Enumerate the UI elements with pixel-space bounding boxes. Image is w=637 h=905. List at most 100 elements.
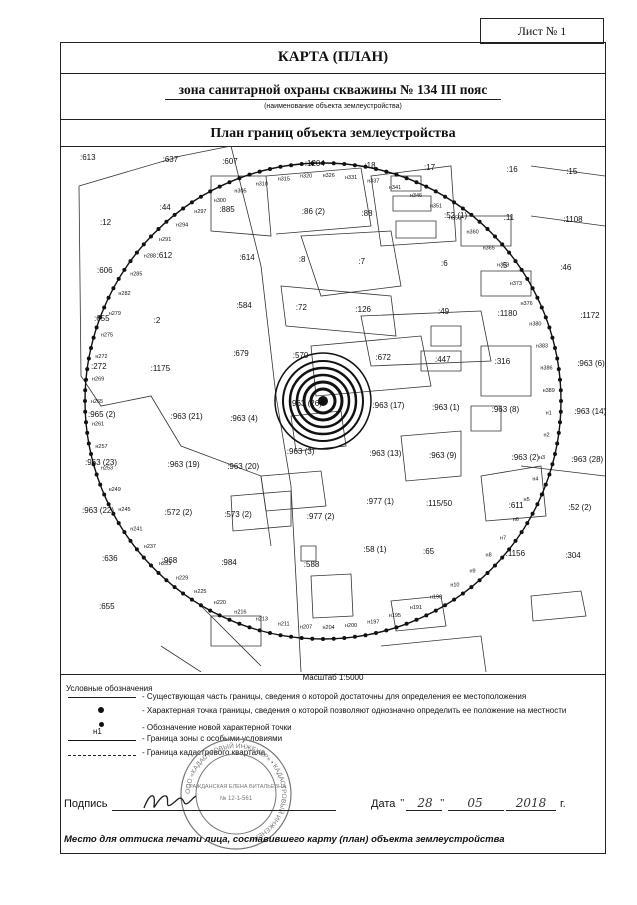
boundary-point	[363, 633, 368, 638]
boundary-point	[278, 164, 283, 169]
boundary-point	[86, 441, 91, 446]
parcel-label: :272	[91, 362, 107, 371]
boundary-point	[321, 637, 325, 641]
parcel-label: :885	[219, 205, 235, 214]
point-label: н229	[176, 576, 188, 582]
parcel-label: :447	[435, 355, 451, 364]
well-center-marker	[274, 352, 372, 450]
parcel-label: :126	[355, 305, 371, 314]
boundary-point	[98, 315, 103, 320]
boundary-point	[500, 555, 505, 560]
boundary-point	[525, 521, 530, 526]
boundary-point	[342, 636, 347, 640]
boundary-point	[519, 267, 524, 272]
parcel-label: :584	[236, 301, 252, 310]
parcel-label: :607	[222, 157, 238, 166]
signature-label: Подпись	[64, 798, 108, 810]
boundary-point	[424, 613, 429, 618]
point-label: н310	[256, 181, 268, 187]
point-label: н386	[540, 365, 552, 371]
signature-line	[112, 810, 336, 811]
point-label: н380	[529, 322, 541, 328]
point-label: н356	[449, 216, 461, 222]
date-open-quote: "	[400, 797, 405, 809]
boundary-point	[189, 200, 194, 205]
boundary-point	[164, 219, 169, 224]
boundary-point	[553, 452, 557, 456]
document-title: КАРТА (ПЛАН)	[277, 49, 389, 65]
boundary-point	[530, 511, 535, 516]
parcel-label: :614	[239, 253, 255, 262]
boundary-point	[208, 189, 213, 194]
cadastral-map: :613:637:607:1204:18:17:16:15:12:44:885:…	[61, 146, 605, 672]
point-label: н3	[539, 455, 545, 461]
point-label: н200	[345, 623, 357, 629]
boundary-point	[500, 242, 505, 247]
legend-item-cadastral-quarter: - Граница кадастрового квартала	[142, 748, 266, 757]
boundary-point	[394, 172, 399, 177]
legend-new-point-symbol	[99, 722, 104, 727]
boundary-point	[111, 511, 116, 516]
point-label: н383	[536, 343, 548, 349]
legend-existing-line-symbol	[68, 697, 136, 698]
boundary-point	[141, 555, 146, 560]
parcel-label: :977 (2)	[307, 512, 335, 521]
boundary-point	[414, 180, 419, 185]
boundary-point	[530, 286, 535, 291]
boundary-point	[384, 628, 389, 633]
point-label: н207	[300, 624, 312, 630]
boundary-point	[289, 634, 294, 639]
parcel-label: :11	[504, 213, 515, 222]
parcel-label: :606	[97, 266, 113, 275]
boundary-point	[116, 521, 121, 526]
boundary-point	[352, 634, 357, 639]
boundary-point	[513, 259, 518, 264]
parcel-label: :572 (2)	[165, 508, 193, 517]
boundary-point	[539, 305, 544, 310]
handwritten-signature	[143, 795, 197, 809]
point-label: н269	[92, 377, 104, 383]
parcel-label: :58 (1)	[363, 545, 386, 554]
boundary-point	[404, 621, 409, 626]
point-label: н233	[159, 561, 171, 567]
boundary-point	[181, 206, 186, 211]
parcel-label: :963 (17)	[372, 401, 404, 410]
parcel-label: :965 (2)	[88, 410, 116, 419]
boundary-point	[149, 234, 153, 239]
parcel-label: :44	[160, 203, 172, 212]
boundary-point	[268, 167, 272, 171]
boundary-point	[556, 367, 561, 372]
parcel-label: :304	[565, 551, 581, 560]
parcel-label: :963 (3)	[287, 447, 315, 456]
boundary-point	[141, 242, 146, 247]
parcel-label: :611	[509, 501, 525, 510]
parcel-label: :88	[361, 209, 373, 218]
boundary-point	[128, 538, 133, 543]
boundary-point	[198, 603, 203, 608]
point-label: н272	[95, 354, 107, 360]
boundary-point	[268, 631, 272, 635]
boundary-point	[106, 295, 111, 300]
parcel-label: :86 (2)	[302, 207, 325, 216]
boundary-point	[89, 452, 93, 456]
boundary-point	[485, 571, 490, 575]
boundary-point	[535, 295, 540, 300]
boundary-point	[394, 625, 399, 630]
point-label: н2	[543, 433, 549, 439]
point-label: н8	[486, 553, 492, 559]
date-label: Дата	[371, 798, 396, 810]
official-stamp: ООО «КАДАСТРОВЫЙ ИНЖЕНЕР» • КАДАСТРОВЫЙ …	[180, 738, 292, 850]
point-label: н9	[469, 569, 475, 575]
boundary-point	[83, 388, 88, 393]
boundary-point	[547, 325, 552, 330]
parcel-label: :15	[566, 167, 578, 176]
boundary-point	[122, 530, 127, 535]
point-label: н288	[144, 254, 156, 260]
parcel-label: :6	[441, 259, 448, 268]
point-label: н341	[389, 185, 401, 191]
parcel-label: :984	[221, 558, 237, 567]
boundary-point	[172, 585, 177, 590]
boundary-point	[525, 276, 530, 281]
boundary-point	[84, 420, 88, 425]
parcel-label-group: :613:637:607:1204:18:17:16:15:12:44:885:…	[80, 153, 605, 611]
